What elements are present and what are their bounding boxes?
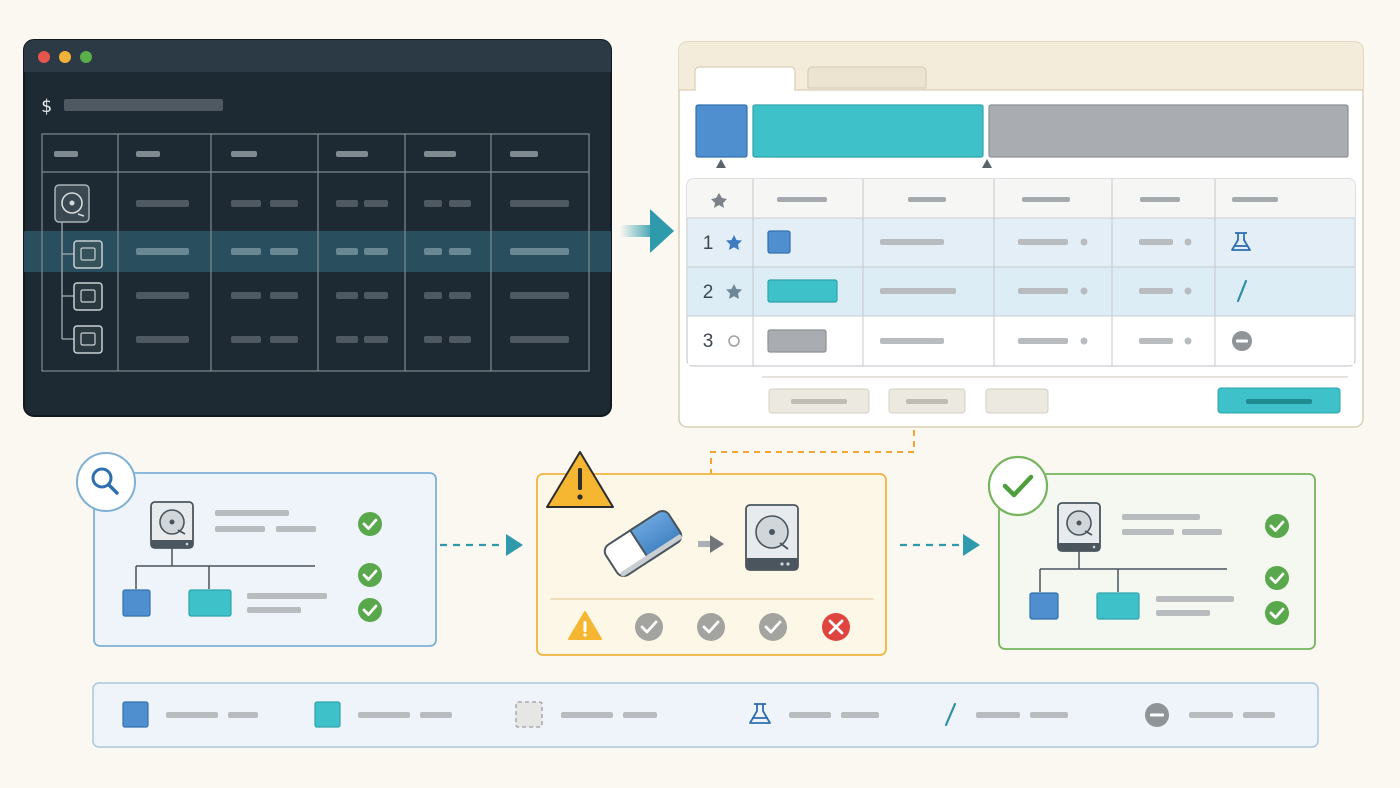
done-status-icon	[635, 613, 663, 641]
table-row-3-cells: 3	[703, 329, 1252, 353]
disk-icon	[745, 504, 799, 571]
partition-editor-window: 1 2 3	[678, 41, 1364, 428]
row-number: 1	[703, 233, 714, 254]
command-placeholder	[64, 99, 223, 111]
swatch-gray	[767, 329, 827, 353]
window-close-button[interactable]	[38, 51, 50, 63]
disk-map-segment-1[interactable]	[695, 104, 748, 158]
terminal-data-cells	[136, 200, 569, 343]
device-tree-lines	[61, 222, 74, 340]
window-minimize-button[interactable]	[59, 51, 71, 63]
partition-icon	[73, 282, 103, 311]
table-row-1-cells: 1	[703, 230, 1251, 254]
check-icon	[1265, 514, 1289, 538]
editor-button-2[interactable]	[888, 388, 966, 414]
partition-teal	[1096, 592, 1140, 620]
disk-icon	[1057, 502, 1101, 552]
disk-map-segment-3[interactable]	[988, 104, 1349, 158]
circle-icon	[728, 335, 740, 347]
check-icon	[358, 598, 382, 622]
tree-lines	[1039, 551, 1227, 592]
star-icon	[726, 235, 742, 250]
flask-icon	[1231, 232, 1251, 251]
flow-arrow-dashed	[900, 534, 980, 556]
legend-item-flask	[749, 703, 879, 724]
partition-teal	[188, 589, 232, 617]
legend-item-dashed	[515, 701, 657, 728]
eraser-icon	[603, 510, 683, 578]
flow-arrow-right	[620, 209, 674, 253]
partition-icon	[73, 325, 103, 354]
tree-lines	[135, 548, 315, 589]
slash-icon	[1236, 279, 1248, 303]
done-status-icon	[697, 613, 725, 641]
star-icon	[726, 284, 742, 299]
minus-circle-icon	[1145, 703, 1169, 727]
terminal-window: $	[23, 39, 612, 417]
partition-blue	[122, 589, 151, 617]
dashed-connector	[710, 430, 915, 474]
partition-icon	[73, 240, 103, 269]
flask-icon	[749, 703, 771, 724]
slash-icon	[944, 702, 957, 727]
window-maximize-button[interactable]	[80, 51, 92, 63]
legend-item-slash	[944, 702, 1068, 727]
segment-marker-icon	[982, 159, 992, 168]
check-icon	[358, 512, 382, 536]
terminal-header-cells	[54, 151, 538, 157]
shell-prompt: $	[41, 96, 52, 117]
partition-blue	[1029, 592, 1059, 620]
sort-icon[interactable]	[711, 193, 727, 208]
legend	[92, 682, 1319, 748]
editor-tab-1[interactable]	[694, 66, 796, 90]
swatch-teal	[767, 279, 838, 303]
legend-item-minus	[1145, 703, 1275, 727]
minus-circle-icon	[1232, 331, 1252, 351]
segment-marker-icon	[716, 159, 726, 168]
step-verified-card	[987, 455, 1316, 650]
editor-button-3[interactable]	[985, 388, 1049, 414]
row-number: 3	[703, 331, 714, 352]
apply-button[interactable]	[1217, 387, 1341, 414]
check-icon	[1265, 601, 1289, 625]
check-icon	[1265, 566, 1289, 590]
warning-status-icon	[568, 611, 602, 640]
legend-item-teal	[314, 701, 452, 728]
editor-tab-2[interactable]	[807, 66, 927, 89]
disk-map-segment-2[interactable]	[752, 104, 984, 158]
step-wipe-card	[536, 451, 887, 656]
disk-icon	[150, 501, 194, 549]
arrow-icon	[698, 535, 724, 553]
terminal-titlebar	[24, 40, 611, 72]
disk-icon	[54, 184, 90, 223]
check-badge-icon	[987, 455, 1049, 517]
check-icon	[358, 563, 382, 587]
terminal-table-grid	[41, 133, 590, 372]
legend-item-blue	[122, 701, 258, 728]
table-row-2-cells: 2	[703, 279, 1248, 303]
warning-icon	[546, 451, 614, 508]
done-status-icon	[759, 613, 787, 641]
step-scan-card	[76, 452, 437, 647]
editor-button-1[interactable]	[768, 388, 870, 414]
flow-arrow-dashed	[440, 534, 523, 556]
swatch-blue	[767, 230, 791, 254]
row-number: 2	[703, 282, 714, 303]
error-status-icon	[822, 613, 850, 641]
search-icon	[76, 452, 136, 512]
